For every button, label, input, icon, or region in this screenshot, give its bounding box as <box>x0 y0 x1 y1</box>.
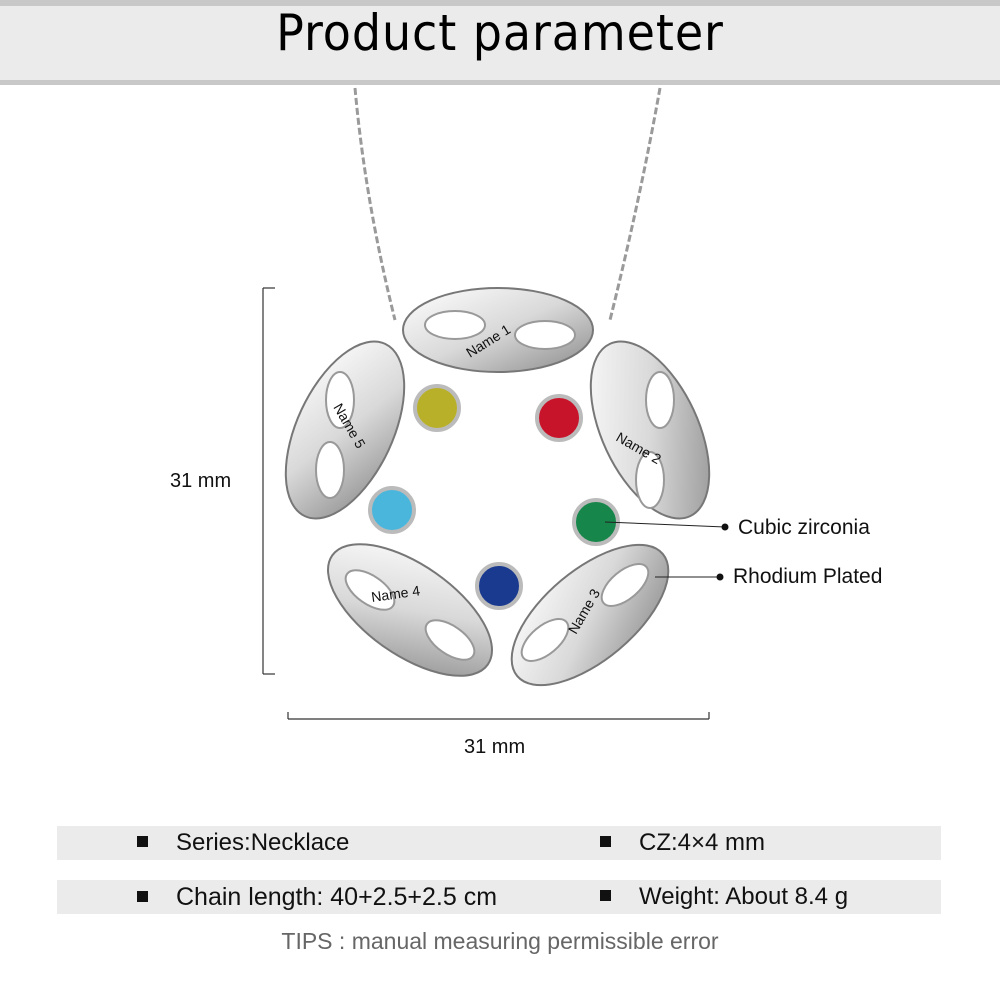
bullet-icon <box>137 890 148 902</box>
height-dimension: 31 mm <box>170 470 232 492</box>
header-band <box>0 0 1000 85</box>
gems <box>368 384 620 610</box>
dimension-lines <box>262 287 710 720</box>
gem-4 <box>475 562 523 610</box>
spec-cz: CZ:4×4 mm <box>600 826 765 860</box>
width-dimension: 31 mm <box>464 736 526 758</box>
chain <box>353 87 662 321</box>
callout-lines <box>604 521 726 578</box>
gem-3 <box>572 498 620 546</box>
spec-weight: Weight: About 8.4 g <box>600 880 848 914</box>
pendant-loop-holes <box>315 310 675 662</box>
spec-chain-length: Chain length: 40+2.5+2.5 cm <box>137 880 497 914</box>
gem-1 <box>413 384 461 432</box>
spec-series: Series:Necklace <box>137 826 349 860</box>
engraving-name-4: Name 4 <box>370 582 421 605</box>
spec-row-1: Series:Necklace CZ:4×4 mm <box>57 826 941 860</box>
gem-5 <box>368 486 416 534</box>
callout-cubic-zirconia: Cubic zirconia <box>738 516 870 539</box>
callout-rhodium-plated: Rhodium Plated <box>733 565 883 588</box>
gem-2 <box>535 394 583 442</box>
callout-dot <box>716 573 724 581</box>
callout-dot <box>721 523 729 531</box>
page-title: Product parameter <box>276 4 724 62</box>
bullet-icon <box>137 836 148 848</box>
tips-note: TIPS : manual measuring permissible erro… <box>281 928 719 954</box>
bullet-icon <box>600 890 611 902</box>
bullet-icon <box>600 836 611 848</box>
spec-row-2: Chain length: 40+2.5+2.5 cm Weight: Abou… <box>57 880 941 914</box>
